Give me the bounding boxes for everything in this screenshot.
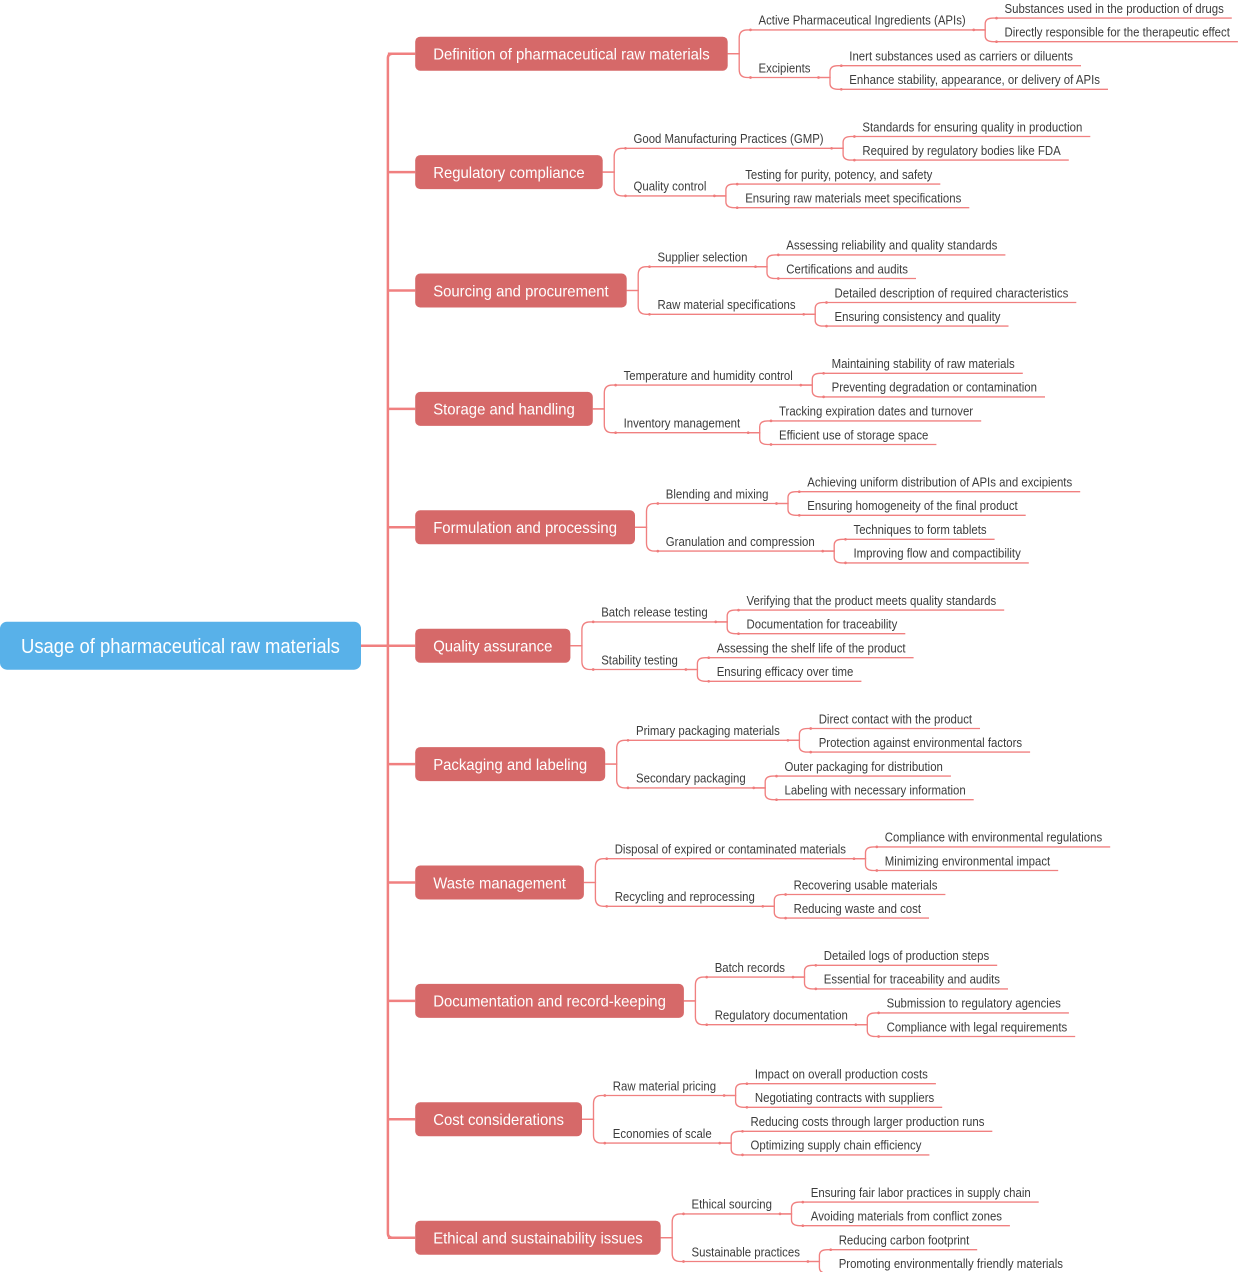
svg-text:Enhance stability, appearance,: Enhance stability, appearance, or delive… [849, 72, 1100, 87]
svg-text:Detailed description of requir: Detailed description of required charact… [835, 285, 1069, 300]
svg-text:Reducing carbon footprint: Reducing carbon footprint [839, 1233, 970, 1248]
svg-text:Impact on overall production c: Impact on overall production costs [755, 1067, 928, 1082]
svg-text:Protection against environment: Protection against environmental factors [819, 735, 1023, 750]
svg-text:Assessing reliability and qual: Assessing reliability and quality standa… [786, 238, 997, 253]
svg-text:Excipients: Excipients [759, 60, 811, 75]
svg-text:Ensuring efficacy over time: Ensuring efficacy over time [717, 664, 854, 679]
svg-text:Negotiating contracts with sup: Negotiating contracts with suppliers [755, 1090, 935, 1105]
svg-text:Ethical sourcing: Ethical sourcing [692, 1197, 773, 1212]
svg-text:Required by regulatory bodies: Required by regulatory bodies like FDA [862, 143, 1061, 158]
svg-text:Ethical and sustainability iss: Ethical and sustainability issues [433, 1231, 643, 1248]
svg-text:Techniques to form tablets: Techniques to form tablets [854, 522, 988, 537]
svg-text:Compliance with environmental: Compliance with environmental regulation… [885, 830, 1103, 845]
svg-text:Assessing the shelf life of th: Assessing the shelf life of the product [717, 641, 906, 656]
svg-text:Efficient use of storage space: Efficient use of storage space [779, 427, 928, 442]
svg-text:Labeling with necessary inform: Labeling with necessary information [785, 783, 966, 798]
svg-text:Ensuring raw materials meet sp: Ensuring raw materials meet specificatio… [745, 191, 962, 206]
svg-text:Ensuring consistency and quali: Ensuring consistency and quality [835, 309, 1001, 324]
svg-text:Verifying that the product mee: Verifying that the product meets quality… [747, 593, 997, 608]
svg-text:Quality assurance: Quality assurance [433, 639, 552, 656]
svg-text:Substances used in the product: Substances used in the production of dru… [1005, 1, 1225, 16]
svg-text:Supplier selection: Supplier selection [658, 250, 748, 265]
svg-text:Recycling and reprocessing: Recycling and reprocessing [615, 889, 755, 904]
svg-text:Waste management: Waste management [433, 875, 566, 892]
svg-text:Sourcing and procurement: Sourcing and procurement [433, 283, 609, 300]
svg-text:Blending and mixing: Blending and mixing [666, 486, 769, 501]
svg-text:Packaging and labeling: Packaging and labeling [433, 757, 587, 774]
svg-text:Batch release testing: Batch release testing [601, 605, 708, 620]
svg-text:Formulation and processing: Formulation and processing [433, 520, 617, 537]
svg-text:Maintaining stability of raw m: Maintaining stability of raw materials [832, 356, 1016, 371]
svg-text:Raw material pricing: Raw material pricing [613, 1078, 716, 1093]
svg-text:Recovering usable materials: Recovering usable materials [794, 877, 938, 892]
svg-text:Sustainable practices: Sustainable practices [692, 1244, 801, 1259]
svg-text:Preventing degradation or cont: Preventing degradation or contamination [832, 380, 1037, 395]
svg-text:Reducing waste and cost: Reducing waste and cost [794, 901, 922, 916]
svg-text:Detailed logs of production st: Detailed logs of production steps [824, 948, 990, 963]
svg-text:Ensuring fair labor practices: Ensuring fair labor practices in supply … [811, 1185, 1031, 1200]
svg-text:Documentation and record-keepi: Documentation and record-keeping [433, 994, 666, 1011]
svg-text:Compliance with legal requirem: Compliance with legal requirements [887, 1019, 1068, 1034]
svg-text:Minimizing environmental impac: Minimizing environmental impact [885, 853, 1051, 868]
svg-text:Certifications and audits: Certifications and audits [786, 261, 908, 276]
svg-text:Quality control: Quality control [634, 179, 707, 194]
svg-text:Granulation and compression: Granulation and compression [666, 534, 815, 549]
svg-text:Achieving uniform distribution: Achieving uniform distribution of APIs a… [807, 475, 1072, 490]
svg-text:Inventory management: Inventory management [624, 416, 741, 431]
svg-text:Avoiding materials from confli: Avoiding materials from conflict zones [811, 1209, 1003, 1224]
svg-text:Ensuring homogeneity of the fi: Ensuring homogeneity of the final produc… [807, 498, 1018, 513]
svg-text:Good Manufacturing Practices (: Good Manufacturing Practices (GMP) [634, 131, 824, 146]
svg-text:Primary packaging materials: Primary packaging materials [636, 723, 780, 738]
svg-text:Essential for traceability and: Essential for traceability and audits [824, 972, 1001, 987]
svg-text:Storage and handling: Storage and handling [433, 402, 575, 419]
svg-text:Active Pharmaceutical Ingredie: Active Pharmaceutical Ingredients (APIs) [759, 13, 966, 28]
svg-text:Improving flow and compactibil: Improving flow and compactibility [854, 546, 1022, 561]
svg-text:Batch records: Batch records [715, 960, 786, 975]
svg-text:Directly responsible for the t: Directly responsible for the therapeutic… [1005, 25, 1231, 40]
svg-text:Standards for ensuring quality: Standards for ensuring quality in produc… [862, 119, 1082, 134]
svg-text:Disposal of expired or contami: Disposal of expired or contaminated mate… [615, 842, 847, 857]
svg-text:Usage of pharmaceutical raw ma: Usage of pharmaceutical raw materials [21, 636, 340, 658]
svg-text:Tracking expiration dates and: Tracking expiration dates and turnover [779, 404, 974, 419]
svg-text:Promoting environmentally frie: Promoting environmentally friendly mater… [839, 1256, 1064, 1271]
svg-text:Testing for purity, potency, a: Testing for purity, potency, and safety [745, 167, 933, 182]
svg-text:Stability testing: Stability testing [601, 652, 678, 667]
svg-text:Raw material specifications: Raw material specifications [658, 297, 797, 312]
svg-text:Regulatory documentation: Regulatory documentation [715, 1008, 848, 1023]
svg-text:Direct contact with the produc: Direct contact with the product [819, 711, 973, 726]
svg-text:Documentation for traceability: Documentation for traceability [747, 617, 898, 632]
svg-text:Regulatory compliance: Regulatory compliance [433, 165, 585, 182]
svg-text:Optimizing supply chain effici: Optimizing supply chain efficiency [751, 1138, 922, 1153]
svg-text:Submission to regulatory agenc: Submission to regulatory agencies [887, 996, 1062, 1011]
svg-text:Outer packaging for distributi: Outer packaging for distribution [785, 759, 943, 774]
svg-text:Cost considerations: Cost considerations [433, 1112, 564, 1129]
svg-text:Economies of scale: Economies of scale [613, 1126, 712, 1141]
svg-text:Temperature and humidity contr: Temperature and humidity control [624, 368, 793, 383]
svg-text:Secondary packaging: Secondary packaging [636, 771, 746, 786]
svg-text:Reducing costs through larger: Reducing costs through larger production… [751, 1114, 985, 1129]
svg-text:Inert substances used as carri: Inert substances used as carriers or dil… [849, 49, 1073, 64]
svg-text:Definition of pharmaceutical r: Definition of pharmaceutical raw materia… [433, 47, 710, 64]
